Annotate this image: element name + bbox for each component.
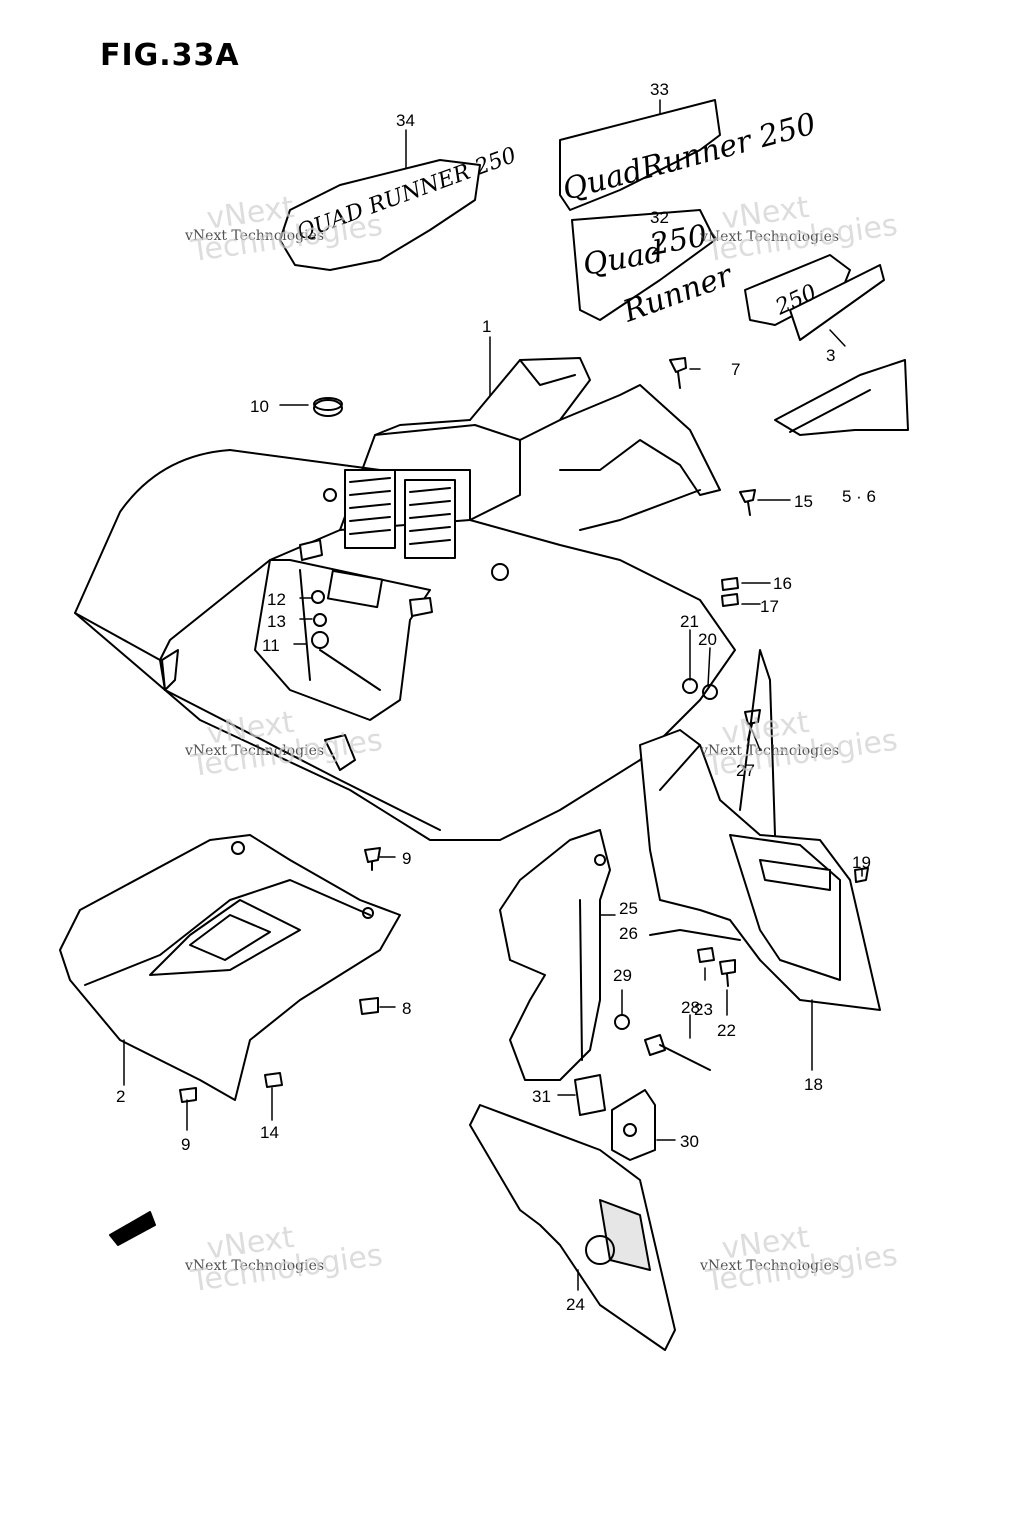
front-fender — [74, 357, 736, 841]
callout-7: 7 — [731, 360, 741, 379]
callout-30: 30 — [680, 1132, 699, 1151]
callout-23: 23 — [694, 1000, 713, 1019]
callout-14: 14 — [260, 1123, 279, 1142]
leader-lines — [123, 99, 863, 1291]
callout-27: 27 — [736, 761, 755, 780]
callout-22: 22 — [717, 1021, 736, 1040]
callout-9-lower: 9 — [181, 1135, 191, 1154]
callout-3: 3 — [826, 346, 836, 365]
callout-10: 10 — [250, 397, 269, 416]
forward-arrow — [109, 1211, 156, 1246]
mud-guard — [59, 834, 401, 1101]
bolt-28 — [644, 1034, 711, 1071]
inner-panel — [499, 829, 611, 1081]
callout-31: 31 — [532, 1087, 551, 1106]
callout-1: 1 — [482, 317, 492, 336]
callout-17: 17 — [760, 597, 779, 616]
callout-9-upper: 9 — [402, 849, 412, 868]
callout-19: 19 — [852, 853, 871, 872]
callout-29: 29 — [613, 966, 632, 985]
decal-outlines — [279, 99, 909, 436]
callout-26: 26 — [619, 924, 638, 943]
callout-28: 28 — [681, 998, 700, 1017]
bracket-30 — [611, 1089, 656, 1161]
callout-18: 18 — [804, 1075, 823, 1094]
watermark-small-2: vNext Technologies — [700, 229, 840, 245]
watermark-small-3: vNext Technologies — [185, 743, 325, 759]
side-shroud — [639, 649, 881, 1011]
figure-title: FIG.33A — [100, 38, 240, 73]
callout-2: 2 — [116, 1087, 126, 1106]
callout-15: 15 — [794, 492, 813, 511]
watermark-small-6: vNext Technologies — [700, 1258, 840, 1274]
callout-20: 20 — [698, 630, 717, 649]
callout-8: 8 — [402, 999, 412, 1018]
callout-16: 16 — [773, 574, 792, 593]
callout-11: 11 — [262, 636, 280, 655]
callout-32: 32 — [650, 208, 669, 227]
lower-decal-panel — [469, 1104, 676, 1351]
callout-24: 24 — [566, 1295, 585, 1314]
callout-33: 33 — [650, 80, 669, 99]
callout-5-6: 5 · 6 — [842, 487, 877, 506]
fasteners — [179, 357, 869, 1103]
callout-21: 21 — [680, 612, 699, 631]
watermark-small-1: vNext Technologies — [185, 228, 325, 244]
watermark-small-4: vNext Technologies — [700, 743, 840, 759]
callout-12: 12 — [267, 590, 286, 609]
callout-25: 25 — [619, 899, 638, 918]
callout-34: 34 — [396, 111, 415, 130]
callout-13: 13 — [267, 612, 286, 631]
watermark-small-5: vNext Technologies — [185, 1258, 325, 1274]
pad-31 — [574, 1074, 606, 1116]
